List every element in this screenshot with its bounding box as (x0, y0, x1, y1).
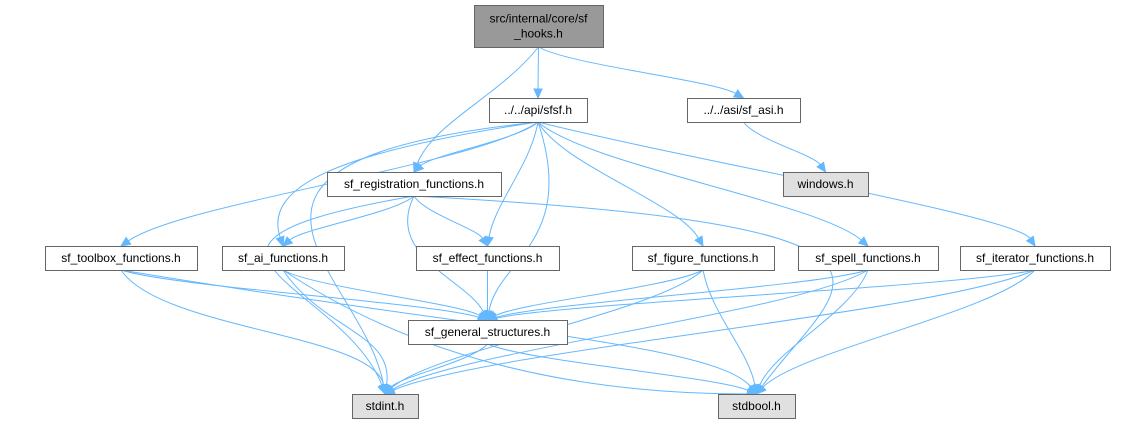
node-box-stdint (352, 394, 419, 419)
edge-ai-to-general (282, 269, 480, 316)
edge-iterator-to-general (496, 269, 1036, 319)
arrowhead-general-to-stdint (384, 383, 395, 395)
edge-sfsf-to-effect (488, 121, 539, 238)
arrowhead-registration-to-effect (478, 235, 489, 248)
node-stdbool: stdbool.h (718, 394, 796, 419)
edge-registration-to-stdbool (413, 195, 834, 387)
edge-general-to-stdint (390, 343, 488, 388)
edge-figure-to-stdbool (702, 269, 756, 386)
node-label-root-line-1: src/internal/core/sf (489, 12, 588, 26)
edge-spell-to-general (495, 269, 869, 318)
node-box-sf_asi[interactable] (687, 98, 801, 123)
node-figure[interactable]: sf_figure_functions.h (632, 246, 775, 271)
nodes-layer: src/internal/core/sf_hooks.h ../../api/sf… (45, 5, 1111, 419)
node-box-registration[interactable] (327, 172, 502, 197)
node-box-stdbool (718, 394, 796, 419)
edge-sf_asi-to-windows (743, 121, 821, 165)
node-label-windows: windows.h (796, 177, 853, 191)
edge-ai-to-stdint (282, 269, 388, 386)
node-label-sf_asi: ../../asi/sf_asi.h (703, 103, 783, 117)
edge-root-to-registration (416, 46, 539, 164)
edge-registration-to-effect (413, 195, 484, 239)
edge-toolbox-to-general (120, 269, 480, 318)
node-label-spell: sf_spell_functions.h (815, 251, 920, 265)
node-box-general[interactable] (408, 320, 568, 345)
node-box-iterator[interactable] (960, 246, 1111, 271)
node-box-root[interactable] (474, 5, 604, 48)
edge-toolbox-to-stdint (120, 269, 384, 386)
node-label-registration: sf_registration_functions.h (344, 177, 484, 191)
arrowhead-sfsf-to-toolbox (119, 236, 132, 247)
node-iterator[interactable]: sf_iterator_functions.h (960, 246, 1111, 271)
arrowhead-effect-to-general (482, 310, 493, 322)
node-label-general: sf_general_structures.h (425, 325, 550, 339)
node-label-iterator: sf_iterator_functions.h (976, 251, 1094, 265)
edge-spell-to-stdint (392, 269, 869, 390)
node-box-figure[interactable] (632, 246, 775, 271)
edge-sfsf-to-stdint (310, 121, 539, 386)
node-root[interactable]: src/internal/core/sf_hooks.h (474, 5, 604, 48)
arrowhead-sfsf-to-registration (413, 161, 425, 173)
node-toolbox[interactable]: sf_toolbox_functions.h (45, 246, 198, 271)
node-ai[interactable]: sf_ai_functions.h (222, 246, 345, 271)
node-label-sfsf: ../../api/sfsf.h (504, 103, 572, 117)
arrowhead-sfsf-to-ai (275, 235, 285, 248)
arrowhead-iterator-to-stdbool (755, 383, 767, 395)
edge-registration-to-stdint (266, 195, 415, 386)
arrowhead-registration-to-ai (282, 236, 294, 247)
node-registration[interactable]: sf_registration_functions.h (327, 172, 502, 197)
edge-general-to-stdbool (487, 343, 749, 391)
arrowhead-sfsf-to-figure (694, 235, 704, 248)
node-general[interactable]: sf_general_structures.h (408, 320, 568, 345)
node-box-spell[interactable] (798, 246, 939, 271)
edge-sfsf-to-general (488, 121, 550, 312)
edge-iterator-to-stdint (392, 269, 1036, 391)
edge-spell-to-stdbool (759, 269, 869, 386)
arrowhead-sfsf-to-spell (857, 236, 869, 247)
arrowhead-sfsf-to-iterator (1025, 235, 1036, 248)
node-label-stdint: stdint.h (366, 399, 405, 413)
node-windows: windows.h (783, 172, 869, 197)
node-label-ai: sf_ai_functions.h (238, 251, 328, 265)
node-box-sfsf[interactable] (489, 98, 588, 123)
edge-root-to-sfsf (537, 46, 539, 90)
arrowhead-root-to-sf_asi (732, 89, 745, 99)
edge-registration-to-ai (289, 195, 415, 241)
edge-sfsf-to-figure (537, 121, 699, 239)
edge-sfsf-to-spell (537, 121, 862, 241)
node-effect[interactable]: sf_effect_functions.h (416, 246, 560, 271)
node-sf_asi[interactable]: ../../asi/sf_asi.h (687, 98, 801, 123)
node-sfsf[interactable]: ../../api/sfsf.h (489, 98, 588, 123)
node-stdint: stdint.h (352, 394, 419, 419)
node-label-toolbox: sf_toolbox_functions.h (61, 251, 180, 265)
node-label-figure: sf_figure_functions.h (648, 251, 759, 265)
arrowhead-ai-to-general (476, 311, 489, 321)
edge-figure-to-general (495, 269, 704, 317)
edge-iterator-to-stdbool (762, 269, 1036, 388)
edge-root-to-sf_asi (538, 46, 736, 94)
edge-sfsf-to-registration (420, 121, 539, 167)
node-box-ai[interactable] (222, 246, 345, 271)
edge-ai-to-stdbool (282, 269, 748, 395)
node-label-root-line-2: _hooks.h (513, 27, 563, 41)
arrowhead-root-to-sfsf (533, 88, 543, 100)
node-box-toolbox[interactable] (45, 246, 198, 271)
node-box-windows (783, 172, 869, 197)
edge-sfsf-to-ai (277, 121, 539, 238)
node-box-effect[interactable] (416, 246, 560, 271)
node-label-stdbool: stdbool.h (732, 399, 781, 413)
arrowhead-sf_asi-to-windows (816, 161, 827, 174)
node-label-effect: sf_effect_functions.h (433, 251, 543, 265)
node-spell[interactable]: sf_spell_functions.h (798, 246, 939, 271)
